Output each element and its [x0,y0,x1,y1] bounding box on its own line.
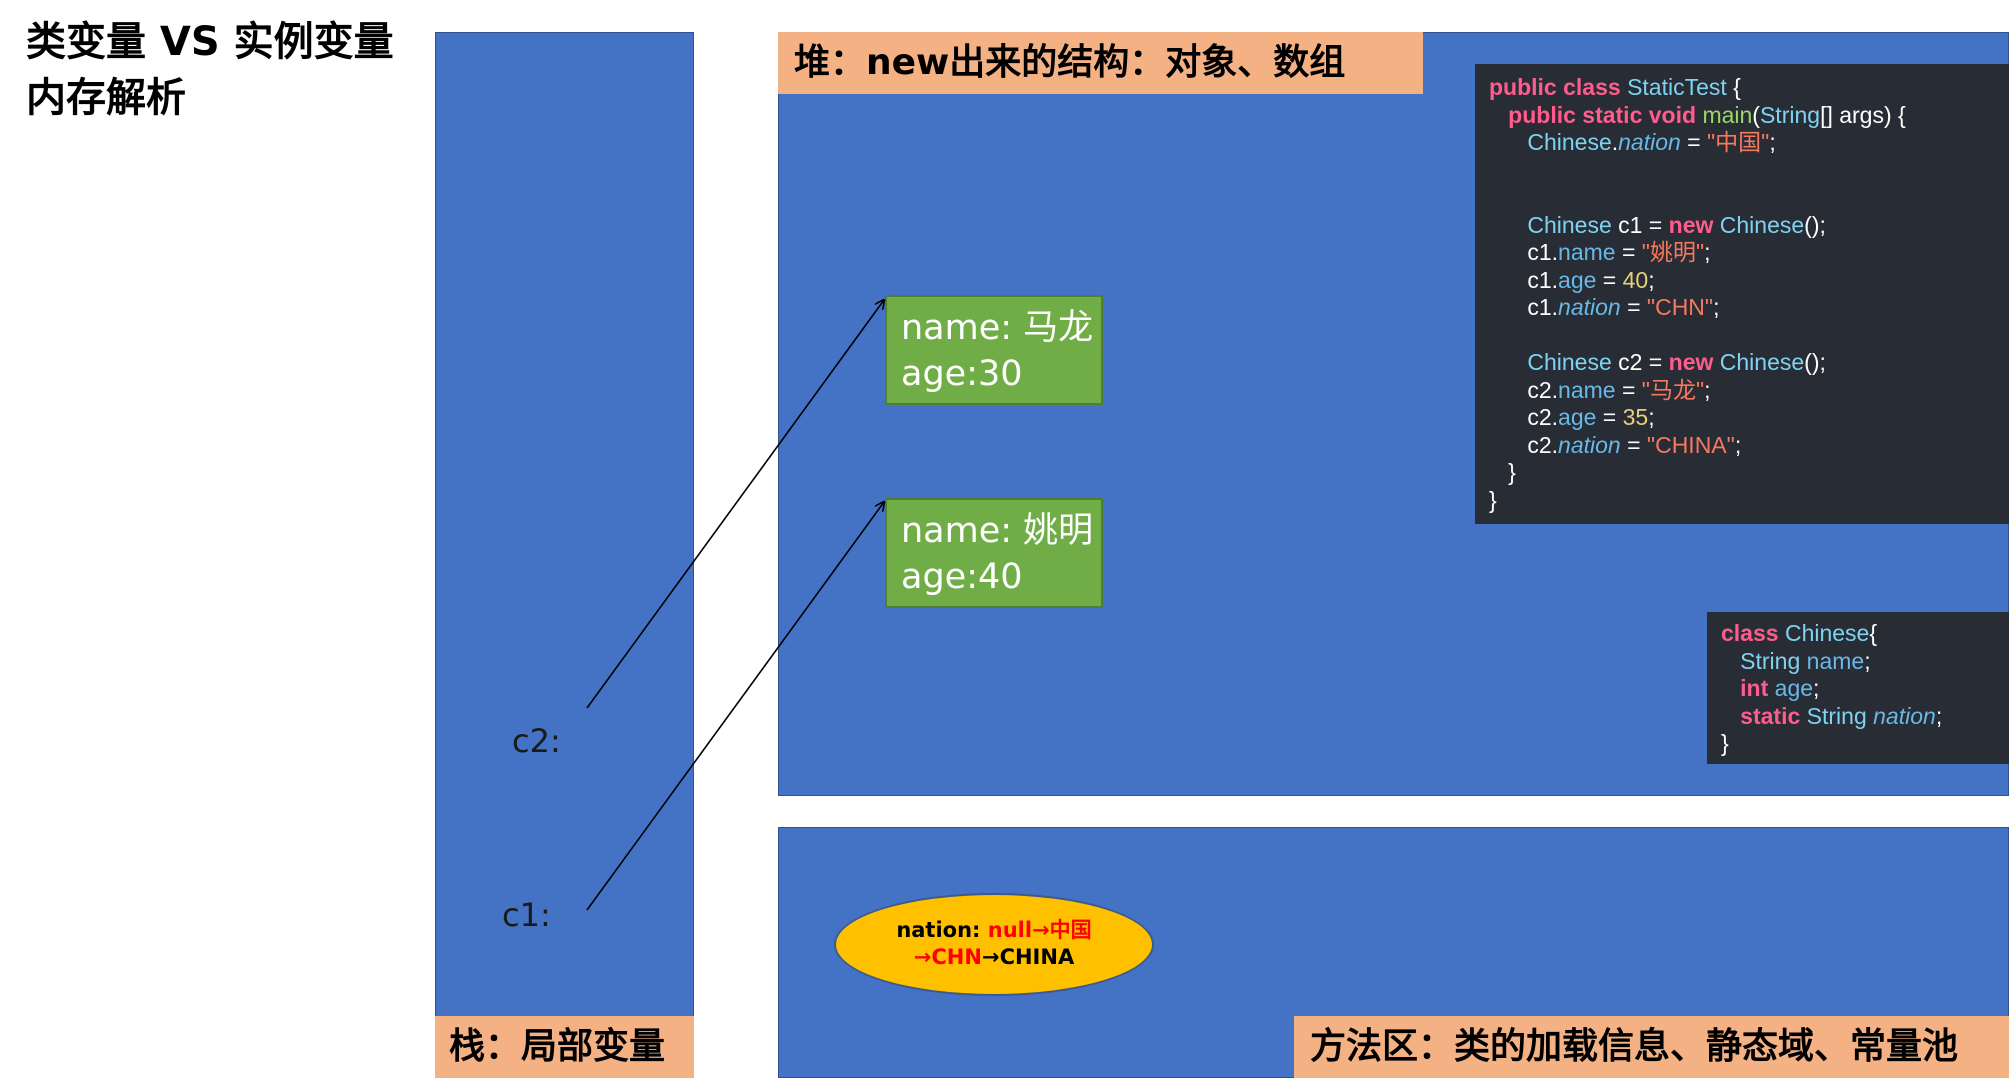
arrow-c2-to-object [586,300,884,709]
object-c2-name: name: 马龙 [901,308,1094,348]
code-line: static String nation; [1740,702,1943,729]
object-c2-age: age:30 [901,354,1023,394]
code-line: } [1721,730,1729,756]
code-line: c1.age = 40; [1527,266,1655,293]
code-line: String name; [1740,647,1871,674]
object-c1-name: name: 姚明 [901,511,1094,551]
object-c1: name: 姚明 age:40 [885,498,1103,608]
object-c2: name: 马龙 age:30 [885,295,1103,405]
code-line: c2.name = "马龙"; [1527,376,1711,403]
static-field-line-2: →CHN→CHINA [913,945,1075,969]
title-line-2: 内存解析 [26,75,186,121]
code-line: } [1508,459,1516,485]
code-line: Chinese c1 = new Chinese(); [1527,211,1826,238]
code-line: c2.age = 35; [1527,404,1655,430]
code-line: int age; [1740,675,1820,701]
code-line: Chinese.nation = "中国"; [1527,129,1776,155]
code-line: } [1489,486,1497,513]
code-line: public static void main(String[] args) { [1508,101,1906,128]
heap-label: 堆：new出来的结构：对象、数组 [778,32,1423,94]
code-line: Chinese c2 = new Chinese(); [1527,349,1826,375]
code-line: public class StaticTest { [1489,74,1741,100]
object-c1-age: age:40 [901,557,1023,597]
code-line: c1.name = "姚明"; [1527,239,1711,265]
code-line: c2.nation = "CHINA"; [1527,431,1742,458]
code-line: c1.nation = "CHN"; [1527,294,1720,320]
class-code-block: class Chinese{ String name; int age; sta… [1707,612,2009,764]
stack-var-c2: c2: [512,722,561,760]
stack-var-c1: c1: [502,896,551,934]
arrow-c1-to-object [586,502,884,911]
diagram-title: 类变量 VS 实例变量 内存解析 [26,14,406,126]
main-code-block: public class StaticTest { public static … [1475,64,2009,524]
stack-label: 栈：局部变量 [435,1016,694,1078]
static-field-line-1: nation: null→中国 [896,918,1092,942]
stack-region [435,32,694,1078]
title-line-1: 类变量 VS 实例变量 [26,19,394,65]
code-line: class Chinese{ [1721,620,1878,646]
static-nation-field: nation: null→中国 →CHN→CHINA [834,893,1154,996]
method-area-label: 方法区：类的加载信息、静态域、常量池 [1294,1016,2009,1078]
